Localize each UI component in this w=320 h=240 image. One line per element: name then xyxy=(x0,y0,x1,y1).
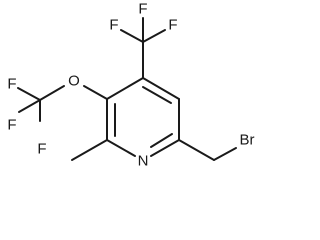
ring-bond-c6-n xyxy=(150,139,180,157)
bromomethyl-bond-br xyxy=(213,147,237,161)
methyl-bond xyxy=(71,139,108,161)
ring-double-bond-c4-c5 xyxy=(142,86,172,104)
ring-double-bond-c6-n xyxy=(150,133,173,148)
ocf3-bond-f-left xyxy=(18,99,41,113)
atom-fluorine-ocf3-bottom: F xyxy=(37,141,46,158)
atom-fluorine-ocf3-upper: F xyxy=(7,76,16,93)
atom-bromine: Br xyxy=(240,132,255,149)
cf3-bond-f-right xyxy=(142,29,166,43)
atom-fluorine-ocf3-left: F xyxy=(7,117,16,134)
ring-bond-c4-c5 xyxy=(142,77,180,100)
ocf3-bond-ring-o xyxy=(83,85,108,100)
atom-fluorine-cf3-right: F xyxy=(168,17,177,34)
atom-fluorine-cf3-left: F xyxy=(109,17,118,34)
ocf3-bond-o-c xyxy=(39,85,65,101)
cf3-bond-f-left xyxy=(120,29,144,43)
ring-bond-n-c2 xyxy=(106,139,136,157)
bromomethyl-bond-ring xyxy=(178,139,215,161)
ocf3-bond-f-upper xyxy=(17,87,41,101)
atom-nitrogen: N xyxy=(138,153,149,170)
atom-fluorine-cf3-top: F xyxy=(138,1,147,18)
atom-oxygen: O xyxy=(68,73,80,90)
molecule-structure: N O Br F F F F F F xyxy=(7,1,255,170)
ring-bond-c3-c4 xyxy=(106,77,144,100)
